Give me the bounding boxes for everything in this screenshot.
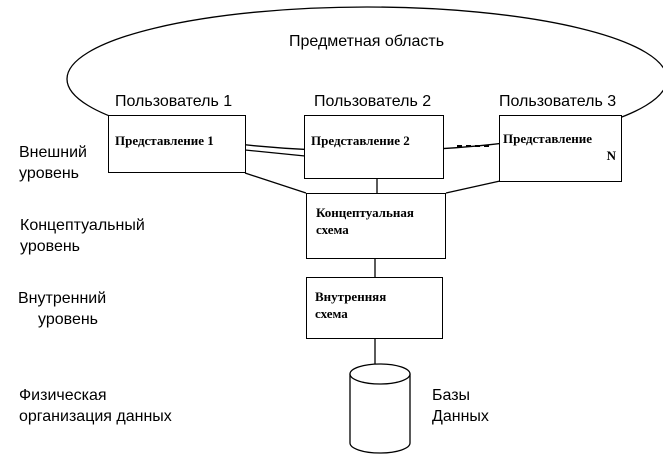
conceptual-level-label: Концептуальный уровень (20, 215, 145, 257)
internal-schema-box: Внутренняя схема (306, 277, 443, 339)
subject-area-label: Предметная область (289, 33, 445, 50)
connector-viewN-conceptual (445, 180, 501, 194)
database-line2: Данных (432, 408, 489, 425)
physical-level-line2: организация данных (19, 408, 172, 425)
internal-schema-line1: Внутренняя (315, 289, 387, 304)
database-cylinder-icon (349, 363, 411, 454)
connector-view1-view2 (244, 149, 306, 157)
conceptual-schema-line2: схема (316, 222, 349, 237)
internal-schema-line2: схема (315, 306, 348, 321)
database-label: Базы Данных (432, 385, 489, 427)
external-level-line1: Внешний (19, 144, 87, 161)
user-2-label: Пользователь 2 (314, 93, 432, 110)
view-2-label: Представление 2 (311, 133, 410, 148)
view-2-box: Представление 2 (304, 115, 444, 179)
view-n-suffix: N (606, 148, 616, 163)
conceptual-level-line1: Концептуальный (20, 217, 145, 234)
user-3-label: Пользователь 3 (499, 93, 617, 110)
conceptual-schema-line1: Концептуальная (316, 205, 414, 220)
database-line1: Базы (432, 387, 471, 404)
view-1-label: Представление 1 (115, 133, 214, 148)
physical-level-line1: Физическая (19, 387, 107, 404)
internal-level-line1: Внутренний (18, 290, 107, 307)
view-1-box: Представление 1 (108, 115, 246, 173)
conceptual-schema-box: Концептуальная схема (306, 193, 446, 259)
user-1-label: Пользователь 1 (115, 93, 233, 110)
internal-level-label: Внутренний уровень (18, 288, 106, 330)
external-level-label: Внешний уровень (19, 142, 87, 184)
conceptual-level-line2: уровень (20, 238, 81, 255)
view-n-label: Представление (503, 131, 592, 146)
internal-level-line2: уровень (38, 311, 99, 328)
physical-level-label: Физическая организация данных (19, 385, 172, 427)
view-n-box: Представление N (499, 115, 622, 182)
connector-view1-conceptual (244, 172, 307, 194)
external-level-line2: уровень (19, 165, 80, 182)
